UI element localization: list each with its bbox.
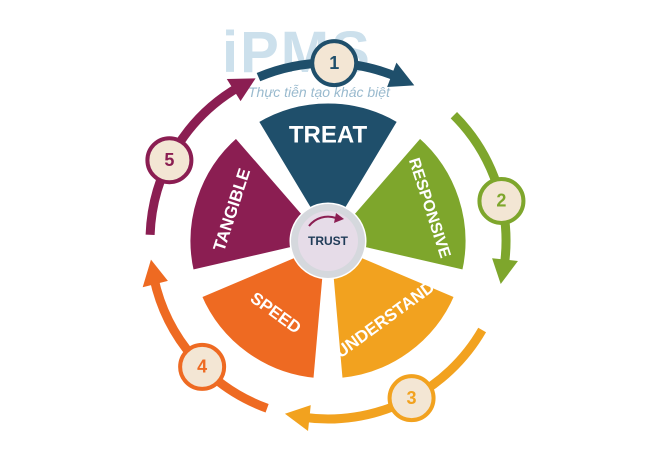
arrowhead-tangible-icon (226, 78, 256, 102)
hub-label: TRUST (308, 234, 349, 248)
step-badge-4 (178, 342, 227, 391)
step-badges: 1 2 3 4 5 (145, 39, 526, 423)
trust-hub: TRUST (291, 204, 365, 278)
hub-arrow-icon (308, 215, 337, 227)
step-number-2: 2 (496, 191, 506, 211)
arrowhead-speed-icon (142, 259, 168, 288)
step-number-3: 3 (407, 388, 417, 408)
hub-inner-circle (298, 211, 358, 271)
step-badge-3 (387, 374, 436, 423)
step-badge-1 (310, 39, 359, 88)
arrowhead-treat-icon (387, 62, 415, 87)
arrowhead-understand-icon (284, 405, 311, 431)
step-number-4: 4 (197, 357, 207, 377)
step-badge-5 (145, 136, 194, 185)
step-number-5: 5 (164, 150, 174, 170)
segment-label-treat: TREAT (289, 121, 368, 148)
arrowhead-responsive-icon (492, 258, 518, 285)
step-number-1: 1 (329, 53, 339, 73)
watermark-tagline: Thực tiễn tạo khác biệt (248, 84, 391, 100)
hub-arrowhead-icon (334, 213, 344, 223)
step-badge-2 (477, 176, 526, 225)
